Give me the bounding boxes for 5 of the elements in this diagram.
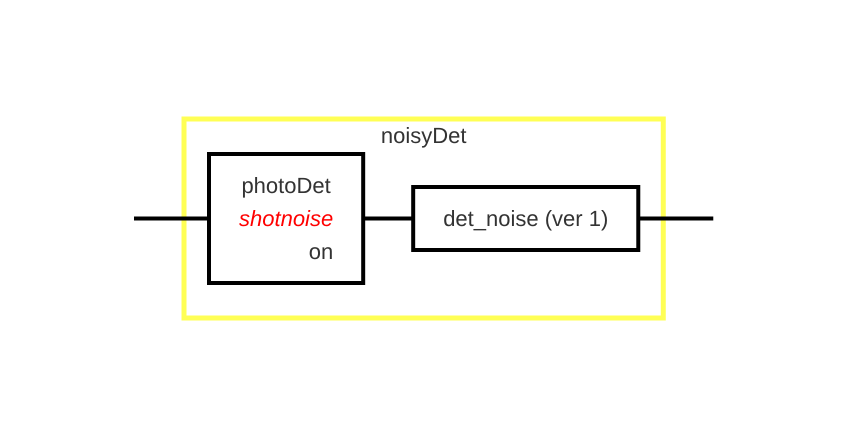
connector	[134, 216, 210, 220]
node-box: det_noise (ver 1)	[412, 184, 641, 252]
node-box: photoDet shotnoise on	[207, 152, 366, 284]
connector	[364, 216, 414, 220]
connector	[638, 216, 714, 220]
